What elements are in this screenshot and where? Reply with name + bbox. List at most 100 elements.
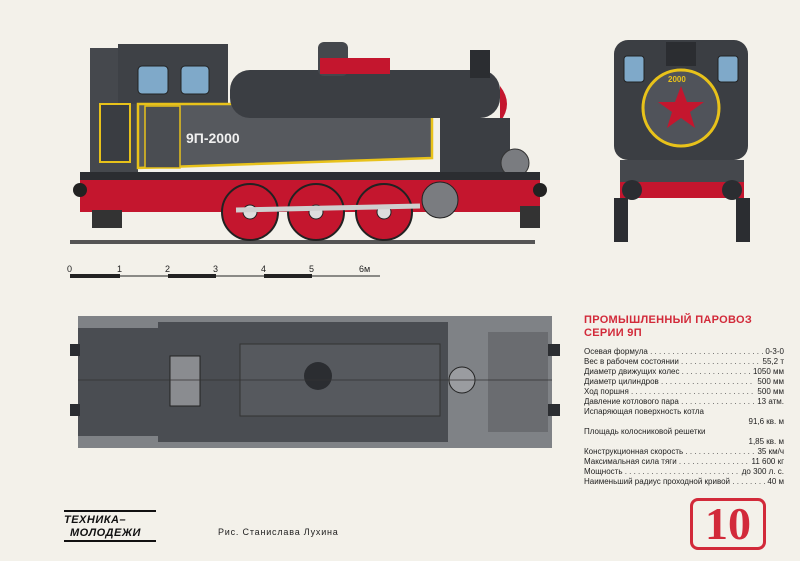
spec-label: Вес в рабочем состоянии: [584, 357, 761, 367]
rail: [70, 240, 535, 244]
spec-value: 1050 мм: [750, 367, 784, 377]
cab-window-2: [180, 65, 210, 95]
spec-row: Мощностьдо 300 л. с.: [584, 467, 784, 477]
spec-row: Давление котлового пара13 атм.: [584, 397, 784, 407]
cylinder: [421, 181, 459, 219]
front-plate: 2000: [668, 75, 686, 84]
front-buffer: [533, 183, 547, 197]
spec-label: Диаметр цилиндров: [584, 377, 755, 387]
spec-row: Ход поршня500 мм: [584, 387, 784, 397]
top-dome: [304, 362, 332, 390]
smokebox: [440, 118, 510, 174]
spec-label: Наименьший радиус проходной кривой: [584, 477, 765, 487]
rear-panel: [99, 103, 131, 163]
driving-wheels: [221, 183, 421, 241]
spec-row: Конструкционная скорость35 км/ч: [584, 447, 784, 457]
front-window-left: [623, 55, 645, 83]
number-plate: 9П-2000: [186, 130, 240, 146]
info-title-line1: ПРОМЫШЛЕННЫЙ ПАРОВОЗ: [584, 314, 753, 326]
scale-bar: 0 1 2 3 4 5 6м: [67, 264, 380, 278]
magazine-logo: ТЕХНИКА– МОЛОДЕЖИ: [64, 510, 156, 546]
boiler: [230, 70, 500, 118]
scale-tick-1: 1: [117, 264, 122, 274]
top-view: [70, 316, 560, 448]
chimney: [470, 50, 490, 78]
cab-window-1: [137, 65, 169, 95]
spec-row: Наименьший радиус проходной кривой40 м: [584, 477, 784, 487]
rear-buffer-beam: [92, 210, 122, 228]
spec-value: 500 мм: [755, 387, 784, 397]
front-buffer-left: [622, 180, 642, 200]
spec-label: Максимальная сила тяги: [584, 457, 749, 467]
spec-value: 35 км/ч: [755, 447, 784, 457]
scale-tick-5: 5: [309, 264, 314, 274]
info-title: ПРОМЫШЛЕННЫЙ ПАРОВОЗ СЕРИИ 9П: [584, 314, 794, 340]
spec-value: 13 атм.: [755, 397, 784, 407]
logo-line1: ТЕХНИКА–: [64, 510, 156, 527]
side-view: 9П-2000: [70, 42, 547, 244]
front-view: 2000: [614, 40, 750, 242]
front-chimney: [666, 42, 696, 66]
logo-line2: МОЛОДЕЖИ: [64, 527, 156, 542]
dome-band: [320, 58, 390, 74]
spec-row: Диаметр цилиндров500 мм: [584, 377, 784, 387]
scale-tick-2: 2: [165, 264, 170, 274]
front-buffer-right: [722, 180, 742, 200]
front-buffer-beam-red: [620, 182, 744, 198]
cab: [118, 44, 228, 104]
illustration-credit: Рис. Станислава Лухина: [218, 527, 339, 537]
spec-label: Площадь колосниковой решетки: [584, 427, 706, 436]
spec-label: Осевая формула: [584, 347, 763, 357]
spec-value: 91,6 кв. м: [584, 417, 784, 427]
top-buffer-1: [548, 344, 560, 356]
info-title-line2: СЕРИИ 9П: [584, 327, 642, 339]
coupling-rod: [235, 203, 421, 213]
top-hatch: [169, 355, 201, 407]
spec-value: до 300 л. с.: [739, 467, 784, 477]
red-star-icon: [658, 86, 704, 128]
top-cab-roof: [78, 328, 158, 436]
top-smokebox: [488, 332, 548, 432]
spec-label: Испаряющая поверхность котла: [584, 407, 704, 416]
rear-buffer: [73, 183, 87, 197]
spec-row: Осевая формула0-3-0: [584, 347, 784, 357]
spec-value: 0-3-0: [763, 347, 784, 357]
front-window-right: [717, 55, 739, 83]
spec-row: Максимальная сила тяги11 600 кг: [584, 457, 784, 467]
scale-seg-3: [168, 274, 216, 278]
top-buffer-3: [70, 344, 80, 356]
top-buffer-2: [548, 404, 560, 416]
spec-list: Осевая формула0-3-0 Вес в рабочем состоя…: [584, 347, 784, 487]
spec-value: 500 мм: [755, 377, 784, 387]
cab-door: [144, 105, 181, 169]
spec-label: Ход поршня: [584, 387, 755, 397]
front-buffer-beam: [520, 206, 540, 228]
spec-row: Вес в рабочем состоянии55,2 т: [584, 357, 784, 367]
spec-label: Мощность: [584, 467, 740, 477]
spec-value: 11 600 кг: [749, 457, 784, 467]
top-buffer-4: [70, 404, 80, 416]
issue-number: 10: [690, 498, 766, 550]
spec-label: Конструкционная скорость: [584, 447, 755, 457]
front-wheel-left: [614, 198, 628, 242]
front-lower-body: [620, 160, 744, 182]
spec-label: Диаметр движущих колес: [584, 367, 751, 377]
spec-label: Давление котлового пара: [584, 397, 755, 407]
scale-tick-3: 3: [213, 264, 218, 274]
spec-value: 55,2 т: [760, 357, 784, 367]
spec-value: 40 м: [765, 477, 784, 487]
smokebox-door-side: [500, 86, 507, 122]
scale-tick-4: 4: [261, 264, 266, 274]
running-board: [80, 172, 540, 180]
scale-tick-0: 0: [67, 264, 72, 274]
scale-seg-5: [264, 274, 312, 278]
scale-seg-1: [70, 274, 120, 278]
spec-row: Диаметр движущих колес1050 мм: [584, 367, 784, 377]
scale-tick-6: 6м: [359, 264, 370, 274]
spec-value: 1,85 кв. м: [584, 437, 784, 447]
front-wheel-right: [736, 198, 750, 242]
